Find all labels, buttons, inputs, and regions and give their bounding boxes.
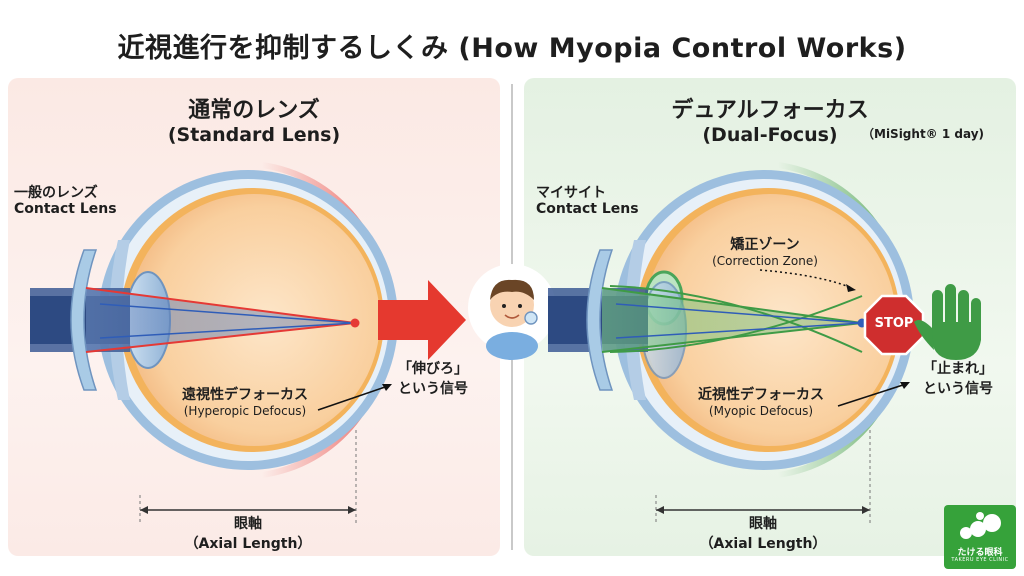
grow-signal-label: 「伸びろ」 xyxy=(398,361,468,377)
misight-product-label: （MiSight® 1 day) xyxy=(862,127,985,141)
standard-lens-label: 一般のレンズ xyxy=(14,185,98,201)
axial-length-label: 眼軸 xyxy=(234,516,262,532)
clinic-logo-subtitle: TAKERU EYE CLINIC xyxy=(951,557,1009,563)
clinic-logo: たける眼科 TAKERU EYE CLINIC xyxy=(944,505,1016,569)
myopic-defocus-label-en: (Myopic Defocus) xyxy=(708,404,814,418)
standard-subheading: (Standard Lens) xyxy=(167,124,341,146)
dual-focus-heading: デュアルフォーカス xyxy=(671,98,869,123)
misight-lens-label: マイサイト xyxy=(536,185,606,201)
dual-focus-subheading: (Dual-Focus) xyxy=(702,124,838,146)
axial-length-label-right: 眼軸 xyxy=(749,516,777,532)
standard-lens-label-en: Contact Lens xyxy=(14,201,117,217)
child-icon xyxy=(468,264,556,360)
hyperopic-defocus-label: 遠視性デフォーカス xyxy=(182,387,308,403)
correction-zone-label-en: (Correction Zone) xyxy=(712,254,818,268)
clinic-logo-dots-icon xyxy=(960,512,1001,539)
myopic-defocus-label: 近視性デフォーカス xyxy=(698,387,824,403)
stop-sign-icon xyxy=(863,294,925,356)
correction-zone-label: 矯正ゾーン xyxy=(730,237,800,253)
page-title: 近視進行を抑制するしくみ (How Myopia Control Works) xyxy=(117,33,907,64)
axial-length-label-en: （Axial Length） xyxy=(184,536,312,552)
stop-hand-icon xyxy=(914,284,981,360)
dual-focus-eye xyxy=(548,162,914,478)
stop-signal-label: 「止まれ」 xyxy=(923,361,993,377)
stop-signal-sublabel: という信号 xyxy=(923,381,993,397)
clinic-logo-name: たける眼科 xyxy=(957,548,1003,558)
axial-length-label-right-en: （Axial Length） xyxy=(699,536,827,552)
grow-signal-sublabel: という信号 xyxy=(398,381,468,397)
stop-sign-text: STOP xyxy=(874,316,914,331)
standard-eye xyxy=(30,162,398,478)
misight-lens-label-en: Contact Lens xyxy=(536,201,639,217)
hyperopic-defocus-label-en: (Hyperopic Defocus) xyxy=(183,404,307,418)
growth-arrow-icon xyxy=(378,280,466,360)
standard-heading: 通常のレンズ xyxy=(188,98,320,123)
